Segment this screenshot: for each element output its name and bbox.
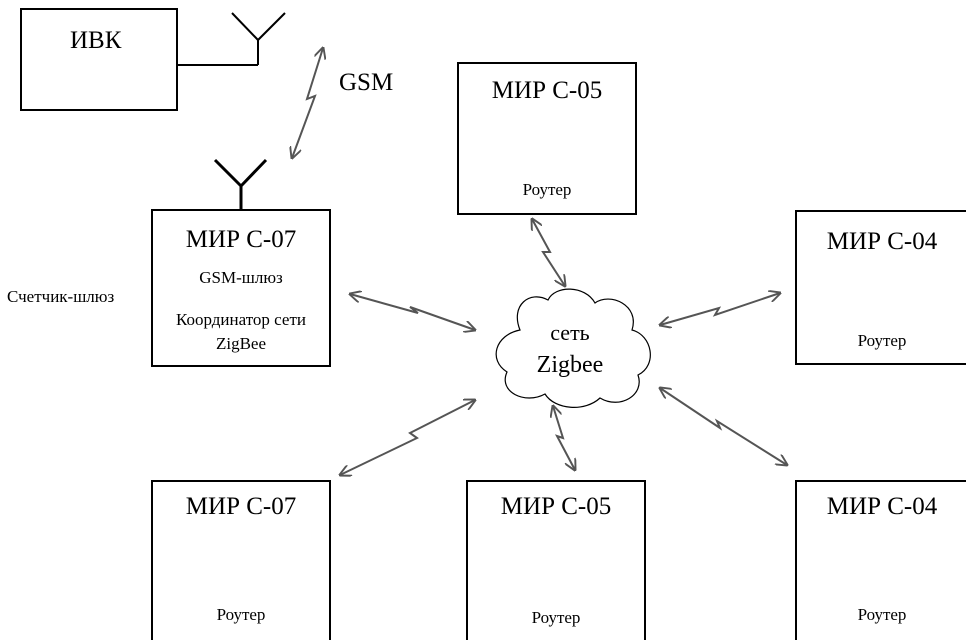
node-bottom-left: МИР С-07 Роутер (151, 480, 331, 640)
bottom-center-link-arrow (553, 406, 575, 470)
node-bottom-center: МИР С-05 Роутер (466, 480, 646, 640)
gateway-link-arrow (350, 294, 475, 330)
gateway-line1: GSM-шлюз (199, 268, 283, 287)
gateway-line3: ZigBee (215, 334, 267, 353)
node-title: МИР С-04 (826, 493, 938, 520)
gateway-line2: Координатор сети (176, 310, 306, 329)
node-role: Роутер (857, 331, 907, 350)
gateway-side-label: Счетчик-шлюз (7, 287, 115, 306)
bottom-left-link-arrow (340, 400, 475, 475)
node-title: МИР С-07 (185, 493, 297, 520)
gsm-label: GSM (339, 69, 394, 96)
node-role: Роутер (857, 605, 907, 624)
bottom-right-link-arrow (660, 388, 787, 465)
node-role: Роутер (216, 605, 266, 624)
gsm-link-arrow (292, 48, 323, 158)
cloud-label-line2: Zigbee (536, 352, 604, 378)
node-title: МИР С-05 (491, 77, 603, 104)
gateway-box: МИР С-07 GSM-шлюз Координатор сети ZigBe… (151, 209, 331, 367)
gateway-antenna-icon (213, 158, 268, 211)
ivk-antenna-icon (177, 12, 286, 66)
ivk-label: ИВК (70, 27, 122, 54)
node-bottom-right: МИР С-04 Роутер (795, 480, 966, 640)
node-role: Роутер (531, 608, 581, 627)
zigbee-cloud-icon (495, 288, 651, 408)
ivk-box: ИВК (20, 8, 178, 111)
node-title: МИР С-04 (826, 228, 938, 255)
cloud-label-line1: сеть (550, 320, 590, 345)
gateway-title: МИР С-07 (185, 226, 297, 253)
node-title: МИР С-05 (500, 493, 612, 520)
node-role: Роутер (522, 180, 572, 199)
right-upper-link-arrow (660, 293, 780, 325)
node-right-upper: МИР С-04 Роутер (795, 210, 966, 365)
node-top-center: МИР С-05 Роутер (457, 62, 637, 215)
top-node-link-arrow (532, 219, 565, 286)
